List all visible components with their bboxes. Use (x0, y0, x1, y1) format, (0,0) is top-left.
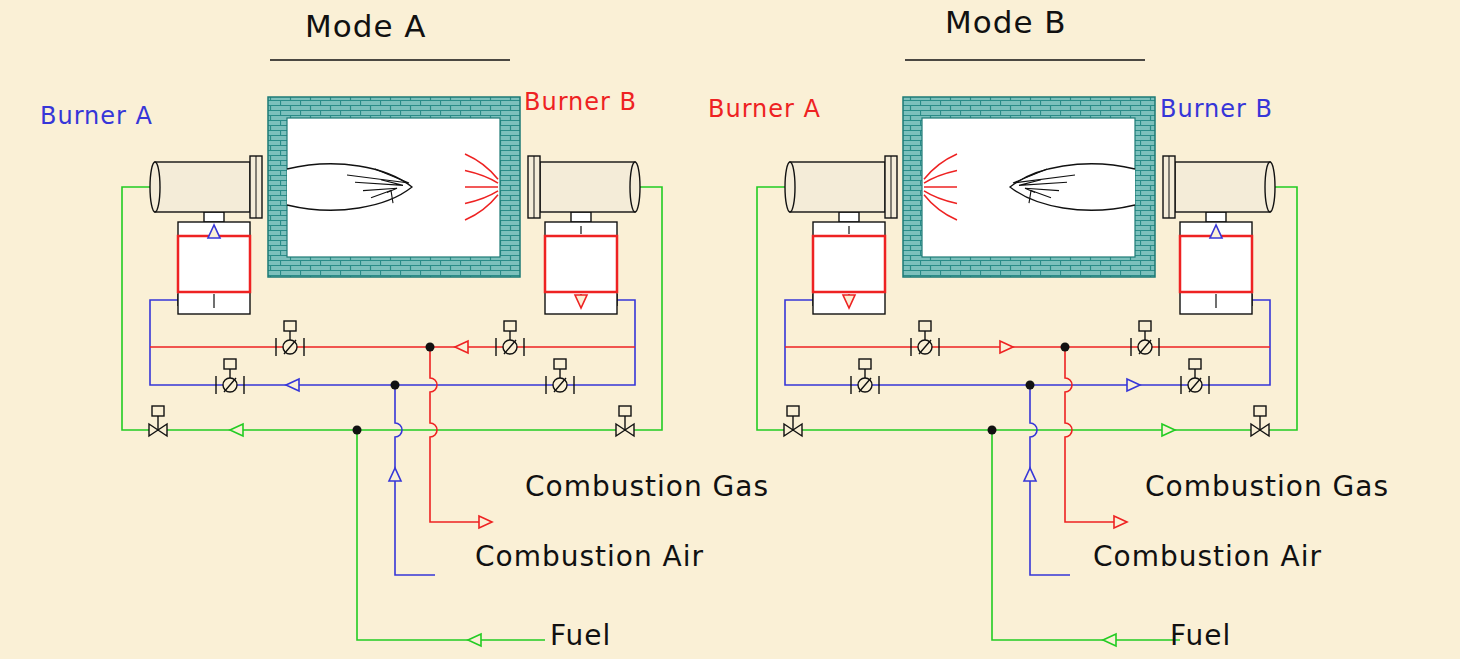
pipe (430, 347, 492, 522)
title-underline (905, 59, 1145, 60)
flow-label: Combustion Gas (1145, 470, 1389, 504)
flow-label: Fuel (1170, 619, 1231, 653)
burner-body (1163, 156, 1275, 218)
fuel-valve (616, 406, 634, 436)
butterfly-valve (276, 321, 304, 356)
flame-tongue (371, 191, 393, 204)
mode-title: Mode B (945, 4, 1067, 41)
exhaust-line (924, 186, 957, 188)
regenerator (813, 212, 885, 314)
flow-arrow (843, 295, 855, 308)
exhaust-line (924, 171, 957, 184)
junction-dot (426, 343, 435, 352)
burner: Burner A (785, 156, 897, 218)
butterfly-valve (911, 321, 939, 356)
burner-label: Burner A (708, 95, 821, 124)
exhaust-line (924, 195, 957, 220)
pipe (757, 187, 1297, 430)
exhaust-flow (924, 154, 957, 220)
butterfly-valve (851, 359, 879, 394)
regenerator (545, 212, 617, 314)
flow-arrow (208, 225, 220, 238)
burner: Burner A (150, 156, 262, 218)
pipe (357, 430, 545, 640)
burner-label: Burner B (524, 88, 637, 117)
flow-label: Combustion Air (1093, 540, 1322, 574)
furnace-chamber (287, 118, 500, 257)
flow-arrow (455, 341, 468, 353)
junction-dot (988, 426, 997, 435)
flow-label: Fuel (550, 619, 611, 653)
regenerator (1180, 212, 1252, 314)
junction-dot (353, 426, 362, 435)
flame-tongue (1025, 188, 1059, 192)
flow-arrow (468, 634, 481, 646)
furnace-chamber (922, 118, 1135, 257)
burner: Burner B (528, 156, 640, 218)
flame-tongue (355, 180, 403, 186)
flow-arrow (1000, 341, 1013, 353)
junction-dot (1061, 343, 1070, 352)
flame-outline (287, 164, 412, 210)
pipe (992, 430, 1180, 640)
butterfly-valve (1181, 359, 1209, 394)
flame (1010, 164, 1135, 210)
flame-outline (1010, 164, 1135, 210)
fuel-valve (149, 406, 167, 436)
burner: Burner B (1163, 156, 1275, 218)
flow-arrow (575, 295, 587, 308)
exhaust-line (465, 195, 498, 220)
exhaust-line (465, 171, 498, 184)
exhaust-line (465, 191, 498, 204)
exhaust-line (924, 191, 957, 204)
butterfly-valve (546, 359, 574, 394)
butterfly-valve (1131, 321, 1159, 356)
furnace-wall (903, 97, 1155, 277)
fuel-valve (784, 406, 802, 436)
flame-tongue (347, 169, 409, 183)
flow-arrow (479, 516, 492, 528)
flow-arrow (1127, 379, 1140, 391)
flow-label: Combustion Gas (525, 470, 769, 504)
burner-label: Burner B (1160, 95, 1273, 124)
flow-arrow (230, 424, 243, 436)
title-underline (270, 59, 510, 60)
mode-title: Mode A (305, 8, 427, 45)
burner-body (785, 156, 897, 218)
flow-arrow (389, 468, 401, 481)
butterfly-valve (496, 321, 524, 356)
butterfly-valve (216, 359, 244, 394)
flow-arrow (286, 379, 299, 391)
flow-arrow (1114, 516, 1127, 528)
flow-arrow (1024, 468, 1036, 481)
exhaust-line (465, 186, 498, 188)
flow-label: Combustion Air (475, 540, 704, 574)
flame-tongue (1013, 169, 1075, 183)
burner-body (150, 156, 262, 218)
flame-tongue (1029, 191, 1051, 204)
flow-arrow (1162, 424, 1175, 436)
junction-dot (1026, 381, 1035, 390)
flow-arrow (1210, 225, 1222, 238)
regenerator (178, 212, 250, 314)
flame (287, 164, 412, 210)
burner-body (528, 156, 640, 218)
exhaust-flow (465, 154, 498, 220)
junction-dot (391, 381, 400, 390)
pipe (785, 346, 1270, 348)
burner-label: Burner A (40, 102, 153, 131)
flow-arrow (1103, 634, 1116, 646)
pipe (122, 187, 662, 430)
pipe (1065, 347, 1127, 522)
furnace-wall (268, 97, 520, 277)
flame-tongue (363, 188, 397, 192)
flame-tongue (1019, 180, 1067, 186)
pipe (150, 346, 635, 348)
fuel-valve (1251, 406, 1269, 436)
